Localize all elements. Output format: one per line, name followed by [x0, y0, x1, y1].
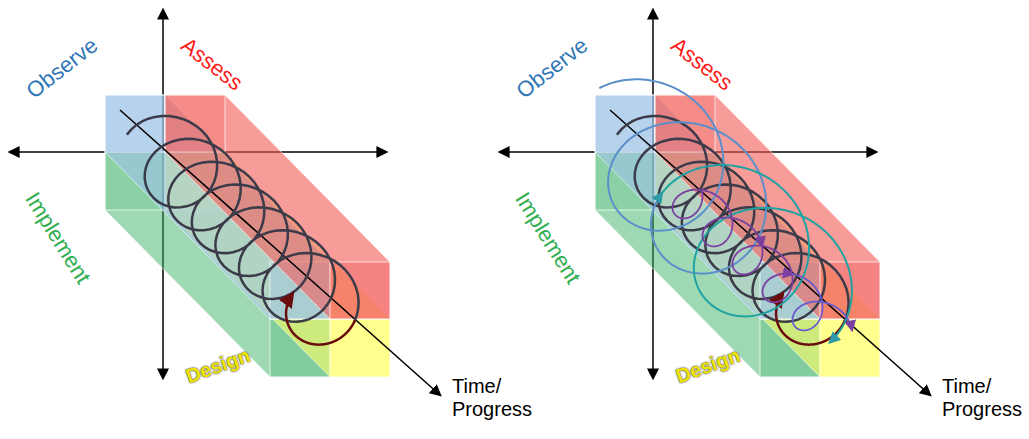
panel-illustration	[500, 10, 930, 395]
spiral-path	[662, 165, 852, 342]
design-label: Design	[183, 344, 254, 388]
time-progress-label: Time/ Progress	[942, 375, 1016, 421]
assess-face-front	[165, 95, 225, 152]
assess-label: Assess	[666, 32, 737, 96]
spiral-path	[600, 79, 766, 273]
design-face-end	[330, 319, 390, 377]
design-label: Design	[673, 344, 744, 388]
spiral-path	[792, 274, 852, 330]
implement-label: Implement	[510, 188, 586, 289]
time-progress-label: Time/ Progress	[452, 375, 526, 421]
design-face-end	[820, 319, 880, 377]
time-axis	[610, 110, 930, 395]
spiral-path	[128, 116, 359, 322]
panel-illustration	[10, 10, 440, 395]
observe-label: Observe	[21, 32, 102, 103]
spiral-path	[672, 190, 762, 247]
spiral-path	[732, 246, 792, 303]
spiral-path	[286, 294, 355, 345]
observe-label: Observe	[511, 32, 592, 103]
time-axis	[120, 110, 440, 395]
assess-face-end	[330, 262, 390, 319]
assess-label: Assess	[176, 32, 247, 96]
implement-label: Implement	[20, 188, 96, 289]
